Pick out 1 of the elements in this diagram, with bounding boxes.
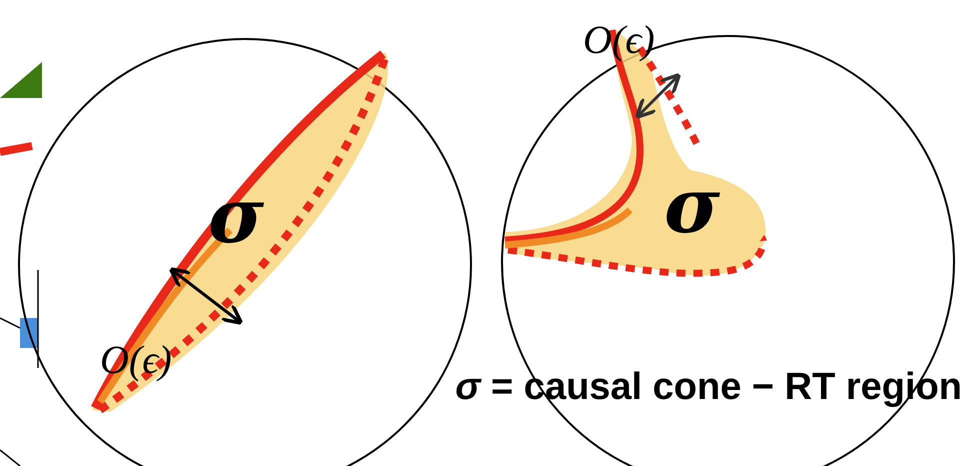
sigma-label: σ [664, 168, 720, 244]
